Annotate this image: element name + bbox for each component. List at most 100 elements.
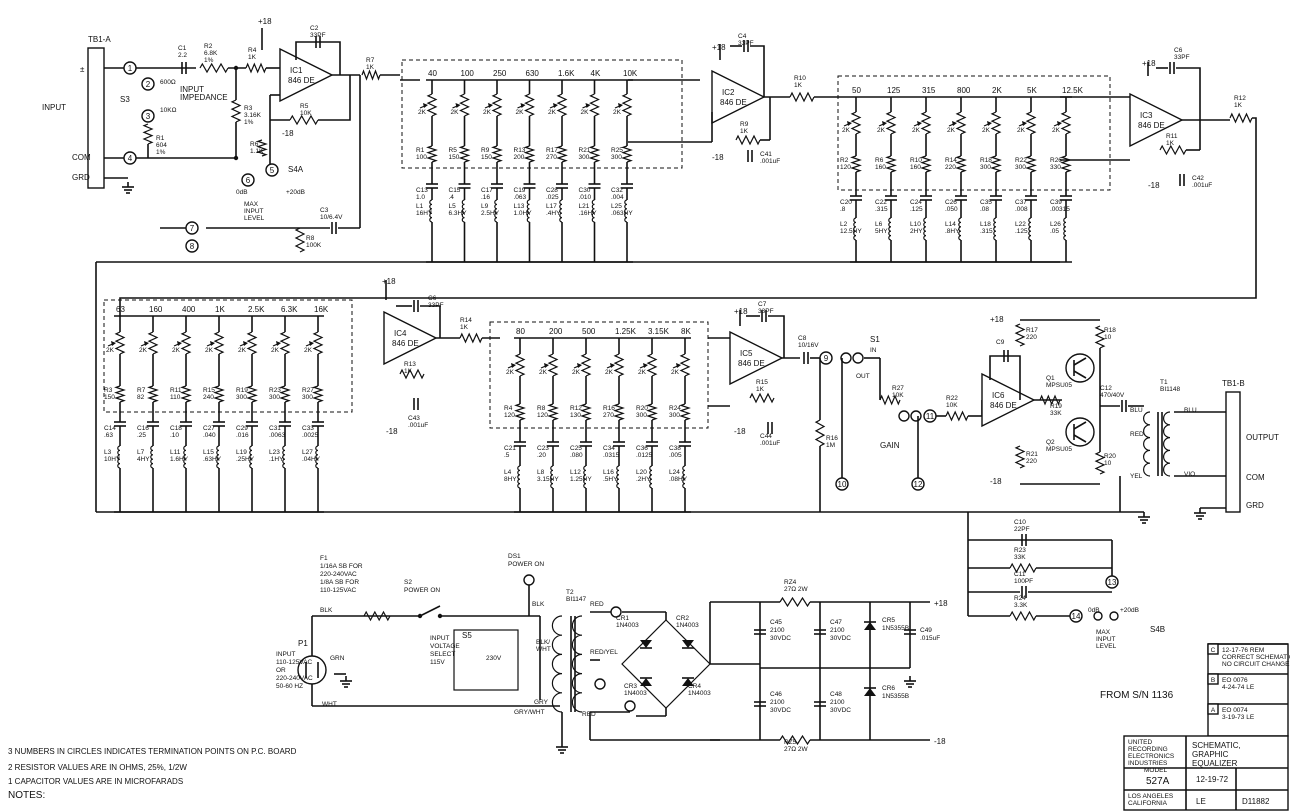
bank3-capacitor-label: C29.016 — [236, 425, 249, 439]
bank3-slider-pot-wiper — [243, 341, 248, 346]
bank3-resistor — [114, 385, 126, 403]
bank4-slider-pot — [514, 353, 526, 377]
bank1-pot-value: 2K — [483, 109, 492, 116]
bank3-slider-pot — [279, 331, 291, 355]
bank4-slider-pot-wiper — [577, 363, 582, 368]
bank1-pot-value: 2K — [581, 109, 590, 116]
ic6-op-amp-part: 846 DE — [990, 401, 1017, 410]
wire — [1176, 67, 1201, 120]
ic4-neg-rail-label: -18 — [386, 427, 398, 436]
r15-resistor — [749, 392, 775, 404]
bank1-pot-value: 2K — [516, 109, 525, 116]
bank4-dashed-box — [489, 321, 709, 429]
ic2-pos-rail-label: +18 — [712, 43, 726, 52]
terminal-14-label: 14 — [1072, 612, 1081, 621]
t1-primary-coil — [1143, 411, 1151, 477]
bank4-resistor — [646, 403, 658, 421]
bank1-slider-pot-wiper — [553, 103, 558, 108]
ic2-op-amp-part: 846 DE — [720, 98, 747, 107]
revision-letter-box — [1207, 703, 1219, 715]
s4a-label: S4A — [288, 165, 304, 174]
bank1-inductor-label: L17.4HY — [546, 203, 561, 217]
cr1-diode — [640, 640, 652, 648]
bank2-capacitor-label: C26.050 — [945, 199, 958, 213]
bank1-capacitor-label: C30.010 — [579, 187, 592, 201]
bank3-freq-label: 400 — [182, 305, 196, 314]
terminal-block-a-label: TB1-A — [88, 35, 111, 44]
model-number: 527A — [1146, 776, 1170, 787]
bank2-resistor — [1060, 155, 1072, 173]
c42-label: C42.001uF — [1192, 175, 1212, 189]
wire — [318, 75, 351, 121]
bank2-inductor — [923, 217, 927, 241]
bank4-slider-pot — [646, 353, 658, 377]
bank2-freq-label: 315 — [922, 86, 936, 95]
r17-resistor — [1014, 323, 1026, 347]
bank2-slider-pot-wiper — [917, 121, 922, 126]
r9-resistor — [735, 134, 761, 146]
ic2-neg-rail-label: -18 — [712, 153, 724, 162]
bank3-freq-label: 2.5K — [248, 305, 265, 314]
bank2-slider-pot — [1025, 111, 1037, 135]
t1-red-label: RED — [1130, 431, 1144, 438]
bank1-inductor — [559, 199, 563, 223]
wire — [750, 45, 765, 97]
r10-resistor — [789, 91, 815, 103]
s4a-0db-label: 0dB — [236, 189, 248, 196]
bank1-freq-label: 100 — [461, 69, 475, 78]
bank1-slider-pot-wiper — [520, 103, 526, 108]
bank2-slider-pot — [990, 111, 1002, 135]
bank4-resistor — [613, 403, 625, 421]
t2-red-label-2: RED — [582, 711, 596, 718]
bank3-slider-pot-wiper — [309, 341, 314, 346]
terminal-10-label: 10 — [838, 480, 847, 489]
bank4-slider-pot-wiper — [511, 363, 516, 368]
bank4-pot-value: 2K — [506, 369, 515, 376]
wire — [768, 315, 785, 358]
psu-pos-rail-label: +18 — [934, 599, 948, 608]
r11-resistor — [1159, 144, 1187, 156]
r6-resistor — [256, 139, 268, 157]
bank2-freq-label: 12.5K — [1062, 86, 1084, 95]
psu-neg-rail-label: -18 — [934, 737, 946, 746]
bank3-resistor — [147, 385, 159, 403]
bank2-slider-pot — [850, 111, 862, 135]
bank1-slider-pot — [589, 93, 600, 117]
t2-red-yel-label: RED/YEL — [590, 649, 618, 656]
bank2-resistor — [850, 155, 862, 173]
junction-dot — [233, 65, 239, 71]
input-grd-label: GRD — [72, 173, 90, 182]
s4b-0db-label: 0dB — [1088, 607, 1100, 614]
bank2-resistor — [885, 155, 897, 173]
bank4-capacitor-label: C23.20 — [537, 445, 549, 459]
from-serial-label: FROM S/N 1136 — [1100, 690, 1174, 701]
cr4-diode — [682, 678, 694, 686]
bank1-pot-value: 2K — [451, 109, 460, 116]
bank3-pot-value: 2K — [139, 347, 148, 354]
bank4-slider-pot-wiper — [544, 363, 549, 368]
title-block — [1123, 735, 1289, 811]
s4b-contact — [1093, 611, 1103, 621]
